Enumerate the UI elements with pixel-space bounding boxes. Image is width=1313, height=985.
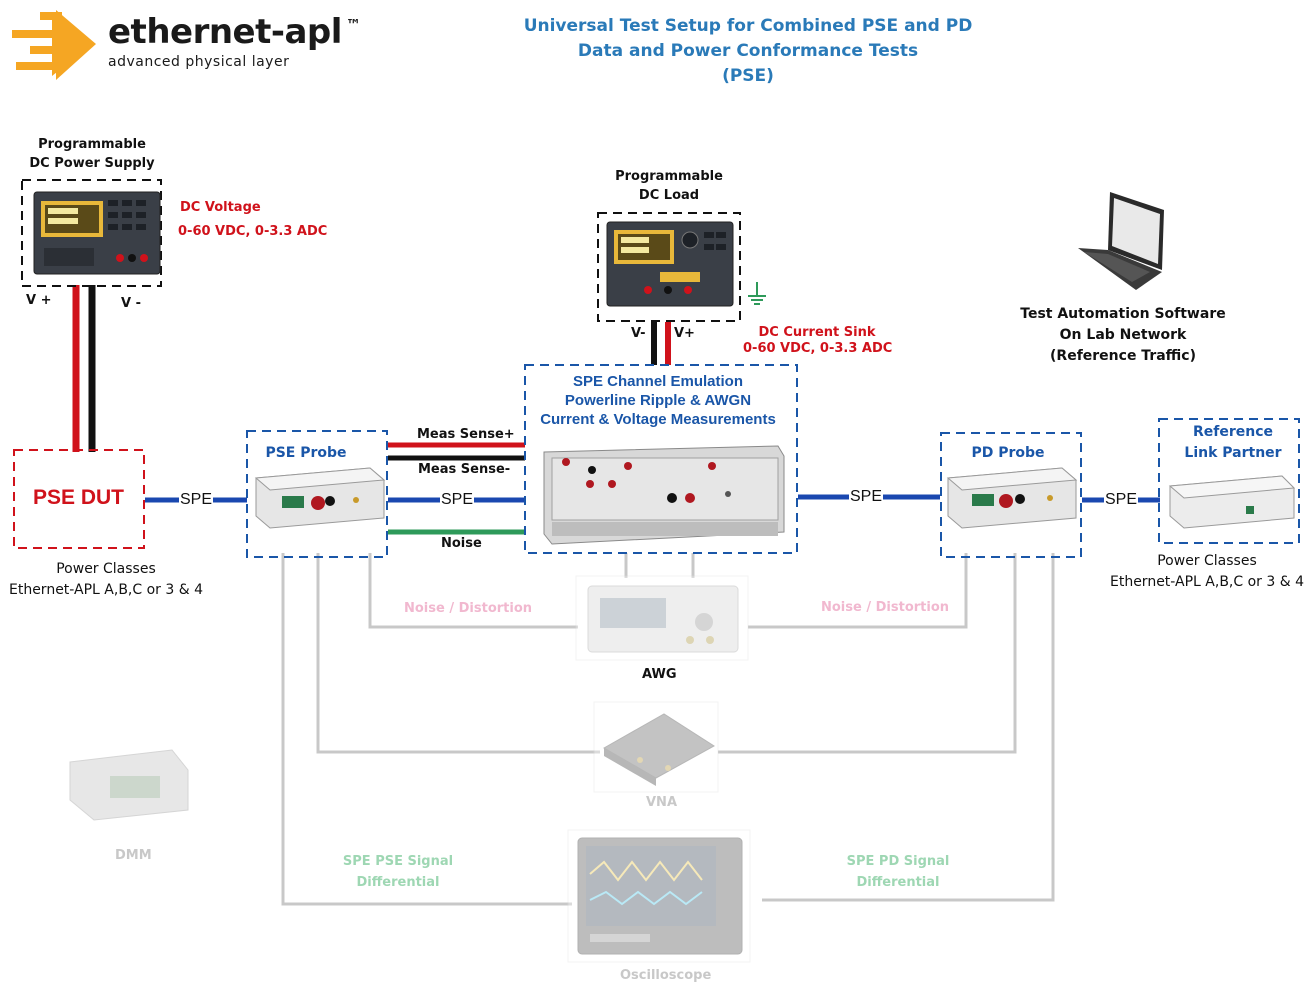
- brand-trademark: ™: [345, 16, 361, 34]
- oscilloscope-device-icon: [567, 829, 751, 963]
- laptop-label: Test Automation Software On Lab Network …: [1020, 306, 1226, 364]
- pse-dut-label: PSE DUT: [33, 486, 125, 509]
- spe-pd-signal-label: SPE PD Signal Differential: [846, 854, 950, 890]
- faint-connections: [281, 553, 1055, 906]
- pse-probe-box: [246, 430, 388, 558]
- psu-v-plus-label: V +: [26, 293, 52, 308]
- link-partner-device-icon: [1168, 475, 1296, 529]
- laptop-icon: [1078, 192, 1164, 290]
- oscilloscope-label: Oscilloscope: [620, 968, 712, 983]
- load-v-plus-label: V+: [674, 326, 695, 341]
- load-v-minus-label: V-: [631, 326, 646, 341]
- vna-label: VNA: [646, 795, 678, 810]
- dmm-label: DMM: [115, 848, 152, 863]
- channel-box: [524, 364, 798, 554]
- link-partner-box: [1158, 418, 1300, 544]
- title-line-1: Universal Test Setup for Combined PSE an…: [523, 16, 973, 36]
- psu-dashed-box: [21, 179, 162, 287]
- brand-name: ethernet-apl: [108, 12, 342, 52]
- noise-label: Noise: [441, 536, 482, 551]
- dc-voltage-title: DC Voltage: [180, 200, 261, 215]
- pse-dut-power-classes: Power Classes Ethernet-APL A,B,C or 3 & …: [8, 561, 204, 598]
- vna-device-icon: [593, 701, 719, 793]
- brand-tagline: advanced physical layer: [108, 54, 290, 70]
- spe-label-probe: SPE: [440, 491, 475, 509]
- title-line-2: Data and Power Conformance Tests: [577, 41, 919, 61]
- page-title: Universal Test Setup for Combined PSE an…: [490, 14, 1006, 89]
- ground-icon: [748, 282, 766, 305]
- channel-label: SPE Channel Emulation Powerline Ripple &…: [540, 373, 776, 428]
- power-supply-label: Programmable DC Power Supply: [29, 137, 155, 171]
- link-partner-power-classes: Power Classes Ethernet-APL A,B,C or 3 & …: [1109, 553, 1305, 590]
- channel-emulator-device-icon: [543, 445, 785, 545]
- dc-load-device-icon: [606, 221, 734, 307]
- meas-sense-plus-label: Meas Sense+: [417, 427, 515, 442]
- pse-probe-label: PSE Probe: [265, 445, 347, 461]
- noise-distortion-left: Noise / Distortion: [404, 601, 533, 616]
- spe-label-dut: SPE: [179, 491, 214, 509]
- psu-v-minus-label: V -: [121, 296, 141, 311]
- brand-logo-icon: [12, 10, 96, 80]
- spe-label-pd: SPE: [1104, 491, 1139, 509]
- noise-distortion-right: Noise / Distortion: [821, 600, 950, 615]
- pse-probe-device-icon: [254, 467, 386, 529]
- dc-current-sink: DC Current Sink 0-60 VDC, 0-3.3 ADC: [743, 325, 893, 356]
- dc-load-label: Programmable DC Load: [615, 169, 723, 203]
- dc-voltage-value: 0-60 VDC, 0-3.3 ADC: [178, 224, 328, 239]
- awg-device-icon: [575, 575, 749, 661]
- title-line-3: (PSE): [722, 66, 774, 86]
- meas-sense-minus-label: Meas Sense-: [418, 462, 511, 477]
- dmm-device-icon: [69, 749, 189, 821]
- pse-dut-box: [13, 449, 145, 549]
- awg-label: AWG: [642, 667, 677, 682]
- spe-label-channel: SPE: [849, 488, 884, 506]
- pd-probe-device-icon: [946, 467, 1078, 529]
- power-supply-device-icon: [33, 191, 161, 275]
- spe-pse-signal-label: SPE PSE Signal Differential: [342, 854, 454, 890]
- pd-probe-label: PD Probe: [971, 445, 1045, 461]
- pd-probe-box: [940, 432, 1082, 558]
- load-dashed-box: [597, 212, 741, 322]
- link-partner-label: Reference Link Partner: [1184, 424, 1282, 461]
